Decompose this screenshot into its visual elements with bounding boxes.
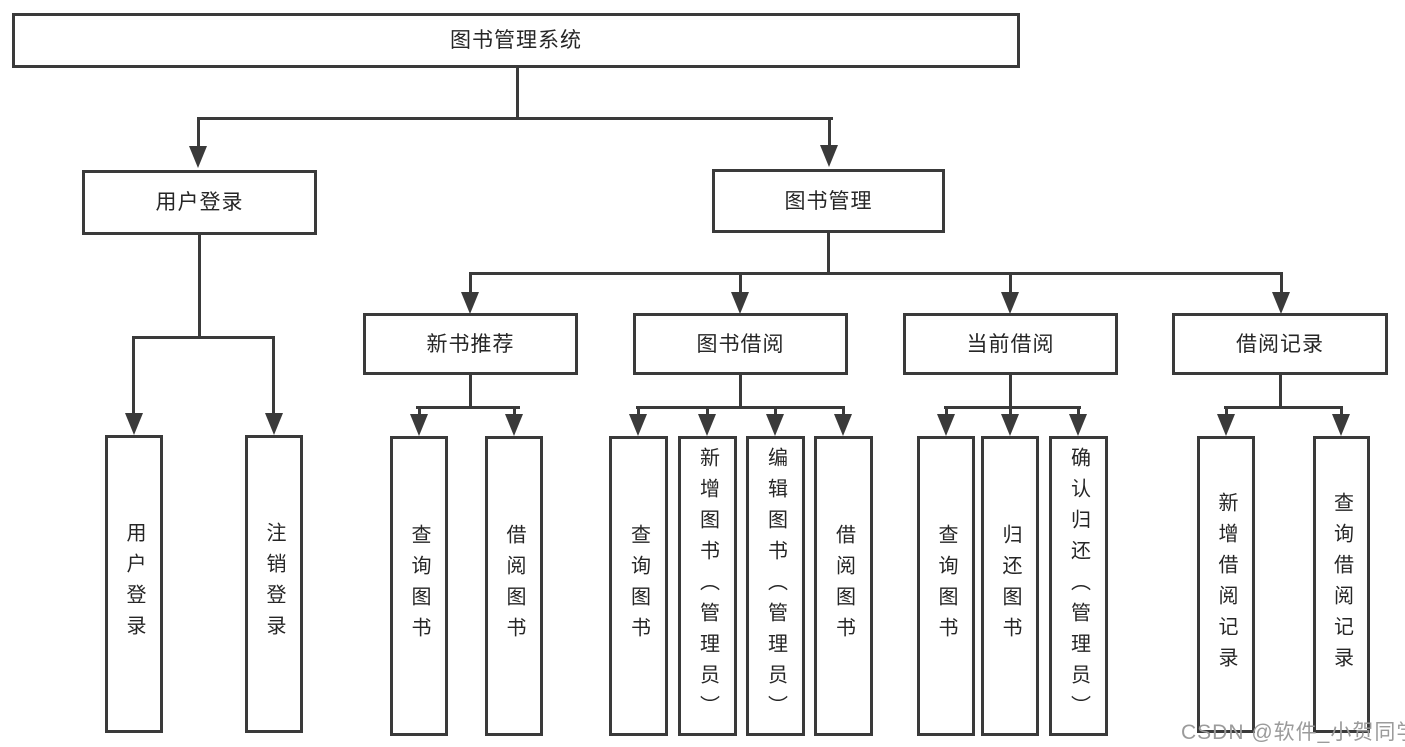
connector-line: [944, 406, 1081, 409]
arrowhead-down-icon: [1001, 414, 1019, 436]
node-add-books-admin: 新增图书（管理员）: [678, 436, 737, 736]
connector-line: [198, 235, 201, 339]
arrowhead-down-icon: [834, 414, 852, 436]
connector-line: [739, 272, 742, 296]
node-query-borrow-record: 查询借阅记录: [1313, 436, 1370, 733]
connector-line: [133, 336, 275, 339]
connector-line: [827, 233, 830, 275]
node-borrowing-records: 借阅记录: [1172, 313, 1388, 375]
connector-line: [469, 272, 472, 296]
node-library-system: 图书管理系统: [12, 13, 1020, 68]
connector-line: [774, 406, 777, 418]
connector-line: [197, 117, 200, 149]
connector-line: [1009, 272, 1012, 296]
connector-line: [636, 406, 845, 409]
node-recommend-borrow-books: 借阅图书: [485, 436, 543, 736]
connector-line: [469, 375, 472, 409]
node-return-books: 归还图书: [981, 436, 1039, 736]
node-borrowing-query-books: 查询图书: [609, 436, 668, 736]
connector-line: [828, 117, 831, 148]
arrowhead-down-icon: [698, 414, 716, 436]
node-user-login-branch: 用户登录: [82, 170, 317, 235]
csdn-watermark: CSDN @软件_小贺同学: [1181, 721, 1405, 744]
node-confirm-return-admin: 确认归还（管理员）: [1049, 436, 1108, 736]
arrowhead-down-icon: [265, 413, 283, 435]
connector-line: [513, 406, 516, 418]
arrowhead-down-icon: [505, 414, 523, 436]
node-logout: 注销登录: [245, 435, 303, 733]
connector-line: [1009, 375, 1012, 409]
connector-line: [1225, 406, 1228, 418]
connector-line: [706, 406, 709, 418]
connector-line: [1279, 375, 1282, 409]
node-current-borrowing: 当前借阅: [903, 313, 1118, 375]
connector-line: [637, 406, 640, 418]
arrowhead-down-icon: [125, 413, 143, 435]
connector-line: [1009, 406, 1012, 418]
node-recommend-query-books: 查询图书: [390, 436, 448, 736]
connector-line: [842, 406, 845, 418]
node-book-management: 图书管理: [712, 169, 945, 233]
connector-line: [739, 375, 742, 409]
arrowhead-down-icon: [1332, 414, 1350, 436]
connector-line: [1280, 272, 1283, 296]
node-book-borrowing: 图书借阅: [633, 313, 848, 375]
arrowhead-down-icon: [937, 414, 955, 436]
node-borrowing-borrow-books: 借阅图书: [814, 436, 873, 736]
arrowhead-down-icon: [189, 146, 207, 168]
connector-line: [516, 68, 519, 120]
connector-line: [416, 406, 520, 409]
arrowhead-down-icon: [1069, 414, 1087, 436]
arrowhead-down-icon: [731, 292, 749, 314]
connector-line: [1224, 406, 1343, 409]
arrowhead-down-icon: [1217, 414, 1235, 436]
arrowhead-down-icon: [461, 292, 479, 314]
connector-line: [132, 336, 135, 416]
connector-line: [945, 406, 948, 418]
arrowhead-down-icon: [410, 414, 428, 436]
node-edit-books-admin: 编辑图书（管理员）: [746, 436, 805, 736]
connector-line: [1077, 406, 1080, 418]
node-new-book-recommend: 新书推荐: [363, 313, 578, 375]
connector-line: [197, 117, 833, 120]
connector-line: [418, 406, 421, 418]
arrowhead-down-icon: [629, 414, 647, 436]
arrowhead-down-icon: [820, 145, 838, 167]
connector-line: [469, 272, 1283, 275]
node-current-query-books: 查询图书: [917, 436, 975, 736]
node-user-login-leaf: 用户登录: [105, 435, 163, 733]
node-add-borrow-record: 新增借阅记录: [1197, 436, 1255, 733]
arrowhead-down-icon: [766, 414, 784, 436]
arrowhead-down-icon: [1272, 292, 1290, 314]
arrowhead-down-icon: [1001, 292, 1019, 314]
connector-line: [1340, 406, 1343, 418]
connector-line: [272, 336, 275, 416]
